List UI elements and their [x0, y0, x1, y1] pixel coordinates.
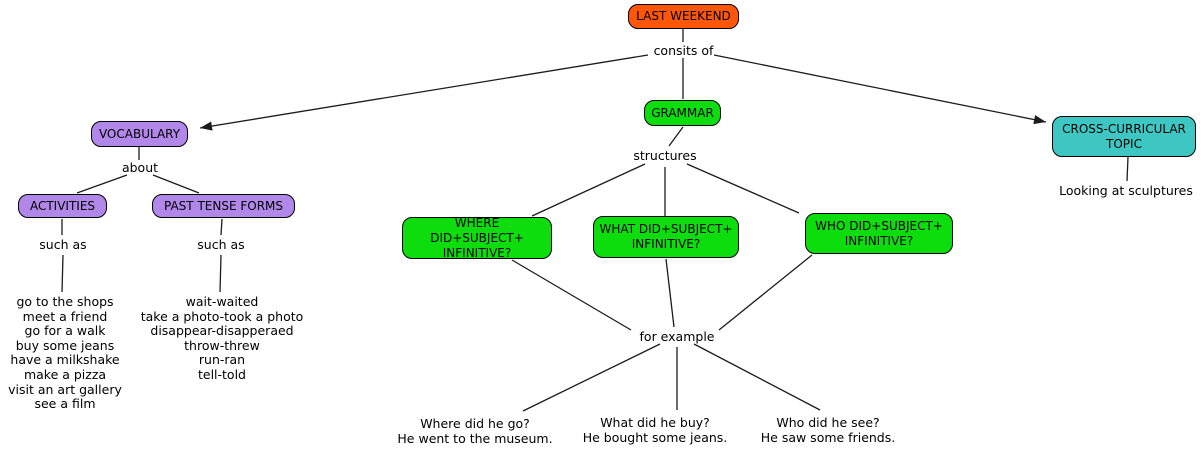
node-vocabulary[interactable]: VOCABULARY: [91, 121, 188, 147]
link-label-structures[interactable]: structures: [633, 148, 697, 163]
node-last-weekend-label: LAST WEEKEND: [636, 9, 731, 23]
example-where-sentences[interactable]: Where did he go? He went to the museum.: [397, 416, 553, 446]
node-past-tense-forms-label: PAST TENSE FORMS: [164, 198, 283, 213]
node-cross-curricular-topic-label: CROSS-CURRICULAR TOPIC: [1062, 121, 1186, 151]
link-label-about[interactable]: about: [121, 160, 159, 175]
node-structure-where-label: WHERE DID+SUBJECT+ INFINITIVE?: [430, 215, 524, 260]
node-vocabulary-label: VOCABULARY: [98, 126, 181, 141]
example-what-sentences[interactable]: What did he buy? He bought some jeans.: [582, 415, 728, 445]
link-label-for-example[interactable]: for example: [639, 329, 715, 344]
link-label-consists-of[interactable]: consits of: [653, 43, 714, 58]
link-label-such-as-activities[interactable]: such as: [39, 237, 87, 252]
label-looking-at-sculptures[interactable]: Looking at sculptures: [1059, 183, 1193, 198]
node-cross-curricular-topic[interactable]: CROSS-CURRICULAR TOPIC: [1052, 116, 1196, 157]
node-structure-who[interactable]: WHO DID+SUBJECT+ INFINITIVE?: [805, 213, 953, 254]
node-grammar-label: GRAMMAR: [651, 105, 714, 120]
node-past-tense-forms[interactable]: PAST TENSE FORMS: [152, 194, 295, 218]
node-structure-what[interactable]: WHAT DID+SUBJECT+ INFINITIVE?: [593, 216, 739, 258]
past-tense-forms-list[interactable]: wait-waited take a photo-took a photo di…: [140, 294, 304, 382]
node-activities[interactable]: ACTIVITIES: [18, 194, 107, 218]
example-who-sentences[interactable]: Who did he see? He saw some friends.: [760, 415, 896, 445]
link-label-such-as-past-tense[interactable]: such as: [197, 237, 245, 252]
arrowhead-icon: [200, 115, 1046, 131]
node-activities-label: ACTIVITIES: [29, 198, 96, 213]
node-structure-what-label: WHAT DID+SUBJECT+ INFINITIVE?: [599, 222, 733, 251]
node-structure-who-label: WHO DID+SUBJECT+ INFINITIVE?: [815, 218, 943, 248]
node-structure-where[interactable]: WHERE DID+SUBJECT+ INFINITIVE?: [402, 215, 552, 260]
node-grammar[interactable]: GRAMMAR: [644, 100, 721, 126]
node-last-weekend[interactable]: LAST WEEKEND: [628, 4, 739, 29]
activities-examples-list[interactable]: go to the shops meet a friend go for a w…: [8, 294, 122, 412]
